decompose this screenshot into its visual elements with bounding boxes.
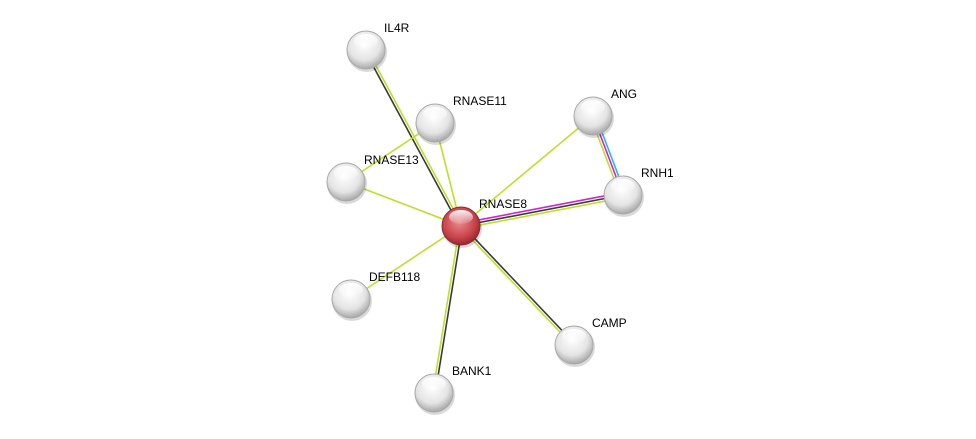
node-rnase8[interactable]: RNASE8	[441, 197, 527, 248]
edge-line-coexpression	[461, 224, 576, 345]
node-highlight	[611, 179, 635, 193]
edge-rnase8-camp[interactable]	[459, 224, 576, 347]
node-highlight	[339, 283, 363, 297]
node-label: IL4R	[384, 21, 410, 35]
node-highlight	[449, 210, 473, 224]
node-highlight	[562, 329, 586, 343]
node-highlight	[422, 377, 446, 391]
edge-line-textmining	[459, 226, 574, 347]
node-label: RNASE8	[479, 197, 527, 211]
node-highlight	[334, 166, 358, 180]
node-label: ANG	[611, 87, 637, 101]
node-ang[interactable]: ANG	[573, 87, 637, 138]
edge-line-experiments	[460, 191, 623, 225]
node-defb118[interactable]: DEFB118	[331, 270, 420, 321]
edge-line-coexpression	[434, 226, 464, 394]
edge-line-textmining	[350, 225, 462, 300]
edge-rnase8-bank1[interactable]	[431, 225, 464, 394]
edge-line-textmining	[431, 225, 461, 393]
node-label: DEFB118	[369, 270, 420, 284]
node-camp[interactable]: CAMP	[554, 316, 627, 367]
node-rnh1[interactable]: RNH1	[603, 166, 674, 217]
edge-line-coexpression	[460, 194, 624, 227]
node-il4r[interactable]: IL4R	[346, 21, 410, 72]
node-highlight	[423, 107, 447, 121]
node-highlight	[581, 100, 605, 114]
node-label: RNASE13	[364, 153, 419, 167]
node-label: RNH1	[641, 166, 674, 180]
edge-line-textmining	[460, 115, 594, 227]
edge-rnase8-rnh1[interactable]	[460, 191, 624, 230]
node-highlight	[354, 34, 378, 48]
edge-rnase8-rnase13[interactable]	[345, 181, 462, 227]
edge-rnase8-defb118[interactable]	[350, 225, 462, 300]
edge-line-textmining	[461, 196, 624, 230]
node-rnase13[interactable]: RNASE13	[326, 153, 419, 204]
edge-line-textmining	[345, 181, 462, 227]
node-label: CAMP	[592, 316, 627, 330]
node-label: RNASE11	[453, 94, 507, 108]
node-rnase11[interactable]: RNASE11	[415, 94, 507, 145]
node-label: BANK1	[452, 364, 492, 378]
node-bank1[interactable]: BANK1	[414, 364, 492, 415]
edge-rnase8-ang[interactable]	[460, 115, 594, 227]
